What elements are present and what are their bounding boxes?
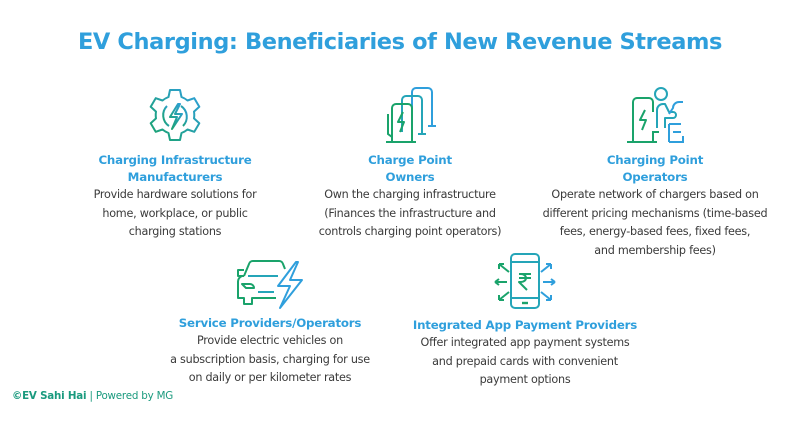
description-line: Operate network of chargers based on <box>551 188 759 201</box>
description-line: different pricing mechanisms (time-based <box>542 206 768 220</box>
description-line: charging stations <box>128 225 222 238</box>
card-charge-point-owners: Charge Point Owners Own the charging inf… <box>290 84 530 242</box>
description-line: (Finances the infrastructure and <box>324 206 496 220</box>
car-lightning-icon <box>237 260 303 309</box>
heading-line: Charging Point <box>606 153 704 167</box>
card-infrastructure-manufacturers: Charging Infrastructure Manufacturers Pr… <box>55 84 295 242</box>
description-line: home, workplace, or public <box>102 206 248 220</box>
footer-separator: | <box>86 390 96 402</box>
card-service-providers: Service Providers/Operators Provide elec… <box>150 258 390 388</box>
card-description: Provide electric vehicles on a subscript… <box>150 332 390 388</box>
card-description: Own the charging infrastructure (Finance… <box>290 186 530 242</box>
card-description: Operate network of chargers based on dif… <box>520 186 790 260</box>
card-description: Provide hardware solutions for home, wor… <box>55 186 295 242</box>
description-line: Provide electric vehicles on <box>196 334 343 347</box>
description-line: Provide hardware solutions for <box>93 188 257 201</box>
phone-rupee-payment-icon <box>494 253 556 309</box>
description-line: and prepaid cards with convenient <box>432 354 618 368</box>
card-heading: Charge Point Owners <box>290 152 530 186</box>
page-title: EV Charging: Beneficiaries of New Revenu… <box>77 29 723 55</box>
card-heading: Charging Point Operators <box>520 152 790 186</box>
charging-stations-icon <box>386 87 436 143</box>
operator-charging-car-icon <box>627 87 684 143</box>
description-line: on daily or per kilometer rates <box>188 371 352 384</box>
gear-lightning-icon <box>149 89 201 141</box>
card-heading: Integrated App Payment Providers <box>395 317 655 334</box>
card-app-payment-providers: Integrated App Payment Providers Offer i… <box>395 252 655 390</box>
description-line: Own the charging infrastructure <box>324 188 496 201</box>
heading-line: Charge Point <box>368 153 452 167</box>
footer-credit: ©EV Sahi Hai | Powered by MG <box>12 390 173 402</box>
description-line: payment options <box>479 373 571 386</box>
footer-brand: ©EV Sahi Hai <box>12 390 87 402</box>
description-line: and membership fees) <box>594 243 716 257</box>
description-line: fees, energy-based fees, fixed fees, <box>559 225 751 238</box>
card-charging-point-operators: Charging Point Operators Operate network… <box>520 84 790 260</box>
description-line: a subscription basis, charging for use <box>170 352 370 366</box>
heading-line: Owners <box>385 170 435 184</box>
card-description: Offer integrated app payment systems and… <box>395 334 655 390</box>
description-line: controls charging point operators) <box>318 225 502 238</box>
heading-line: Manufacturers <box>127 170 223 184</box>
heading-line: Operators <box>622 170 688 184</box>
card-heading: Service Providers/Operators <box>150 315 390 332</box>
heading-line: Service Providers/Operators <box>178 316 362 330</box>
heading-line: Integrated App Payment Providers <box>412 318 638 332</box>
footer-powered-by: Powered by MG <box>95 390 174 402</box>
card-heading: Charging Infrastructure Manufacturers <box>55 152 295 186</box>
heading-line: Charging Infrastructure <box>98 153 252 167</box>
description-line: Offer integrated app payment systems <box>420 336 630 349</box>
